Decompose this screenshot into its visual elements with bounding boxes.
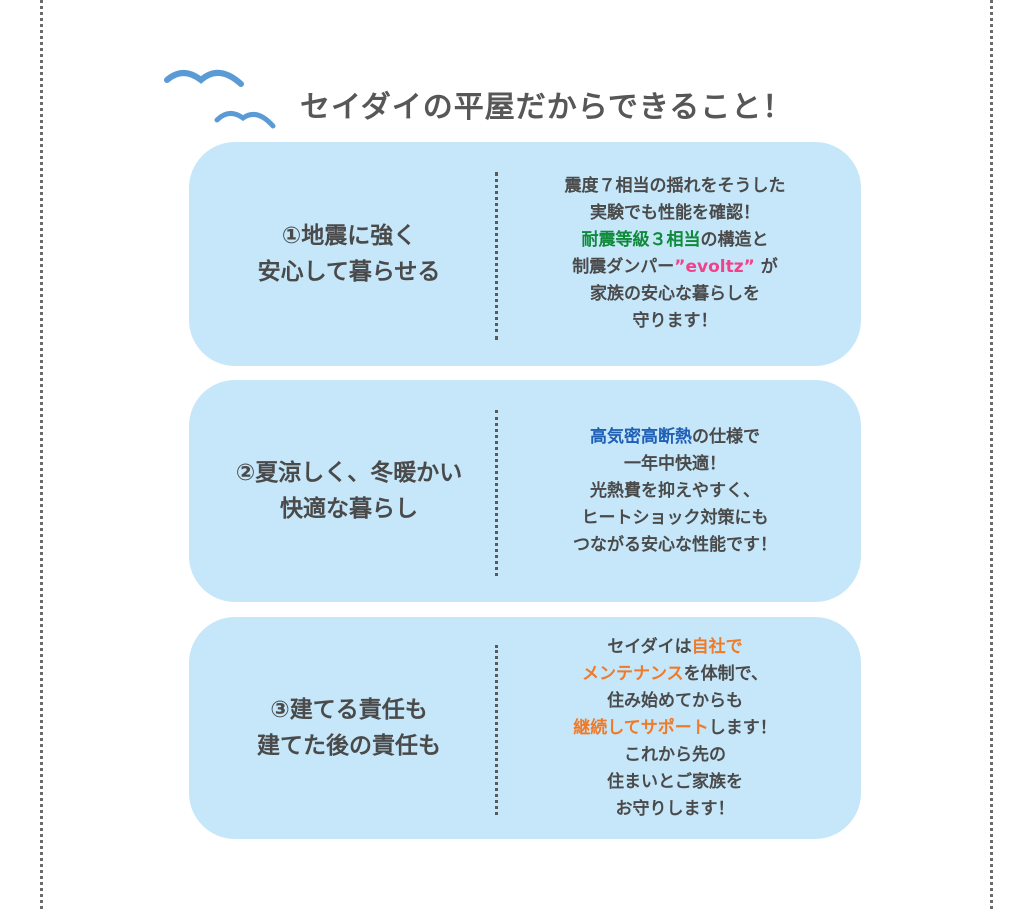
highlight-text: 自社で — [691, 636, 743, 657]
dotted-divider — [495, 410, 498, 576]
desc-line: 実験でも性能を確認！ — [590, 203, 760, 223]
feature-label: ③建てる責任も 建てた後の責任も — [199, 617, 499, 839]
desc-line: 住み始めてからも — [607, 690, 743, 711]
feature-label-line: 快適な暮らし — [280, 496, 418, 522]
desc-line: 高気密高断熱の仕様で — [590, 426, 760, 447]
feature-label-line: 安心して暮らせる — [257, 259, 441, 285]
feature-label-line: ③建てる責任も — [270, 697, 428, 723]
feature-description: 高気密高断熱の仕様で 一年中快適！ 光熱費を抑えやすく、 ヒートショック対策にも… — [507, 380, 843, 602]
feature-card-support: ③建てる責任も 建てた後の責任も セイダイは自社で メンテナンスを体制で、 住み… — [189, 617, 861, 839]
desc-line: 住まいとご家族を — [607, 771, 743, 792]
desc-line: 制震ダンパー”evoltz” が — [572, 257, 778, 277]
desc-line: 震度７相当の揺れをそうした — [564, 176, 786, 196]
feature-card-comfort: ②夏涼しく、冬暖かい 快適な暮らし 高気密高断熱の仕様で 一年中快適！ 光熱費を… — [189, 380, 861, 602]
desc-line: 家族の安心な暮らしを — [590, 284, 760, 304]
desc-line: ヒートショック対策にも — [581, 507, 769, 528]
desc-line: これから先の — [624, 744, 726, 765]
feature-label-line: ②夏涼しく、冬暖かい — [235, 460, 463, 486]
dotted-divider — [495, 645, 498, 815]
desc-line: セイダイは自社で — [607, 636, 743, 657]
right-dotted-border — [990, 0, 993, 909]
page-title: セイダイの平屋だからできること！ — [300, 90, 794, 125]
feature-description: 震度７相当の揺れをそうした 実験でも性能を確認！ 耐震等級３相当の構造と 制震ダ… — [507, 142, 843, 366]
dotted-divider — [495, 172, 498, 340]
seagull-birds-icon — [164, 70, 276, 129]
desc-line: つながる安心な性能です！ — [573, 534, 777, 555]
desc-line: 継続してサポートします！ — [573, 717, 777, 738]
highlight-text: 継続してサポート — [573, 717, 709, 738]
desc-line: 光熱費を抑えやすく、 — [590, 480, 760, 501]
left-dotted-border — [40, 0, 43, 909]
desc-line: お守りします！ — [615, 798, 735, 819]
feature-label-line: ①地震に強く — [281, 223, 417, 249]
feature-description: セイダイは自社で メンテナンスを体制で、 住み始めてからも 継続してサポートしま… — [507, 617, 843, 839]
feature-label: ②夏涼しく、冬暖かい 快適な暮らし — [199, 380, 499, 602]
desc-line: 耐震等級３相当の構造と — [581, 230, 769, 250]
highlight-text: メンテナンス — [582, 663, 684, 684]
highlight-text: 耐震等級３相当 — [581, 230, 701, 250]
feature-label-line: 建てた後の責任も — [257, 733, 441, 759]
highlight-text: ”evoltz” — [674, 257, 755, 277]
feature-card-earthquake: ①地震に強く 安心して暮らせる 震度７相当の揺れをそうした 実験でも性能を確認！… — [189, 142, 861, 366]
desc-line: メンテナンスを体制で、 — [582, 663, 768, 684]
desc-line: 守ります！ — [632, 311, 718, 331]
desc-line: 一年中快適！ — [624, 453, 726, 474]
feature-label: ①地震に強く 安心して暮らせる — [199, 142, 499, 366]
highlight-text: 高気密高断熱 — [590, 426, 692, 447]
